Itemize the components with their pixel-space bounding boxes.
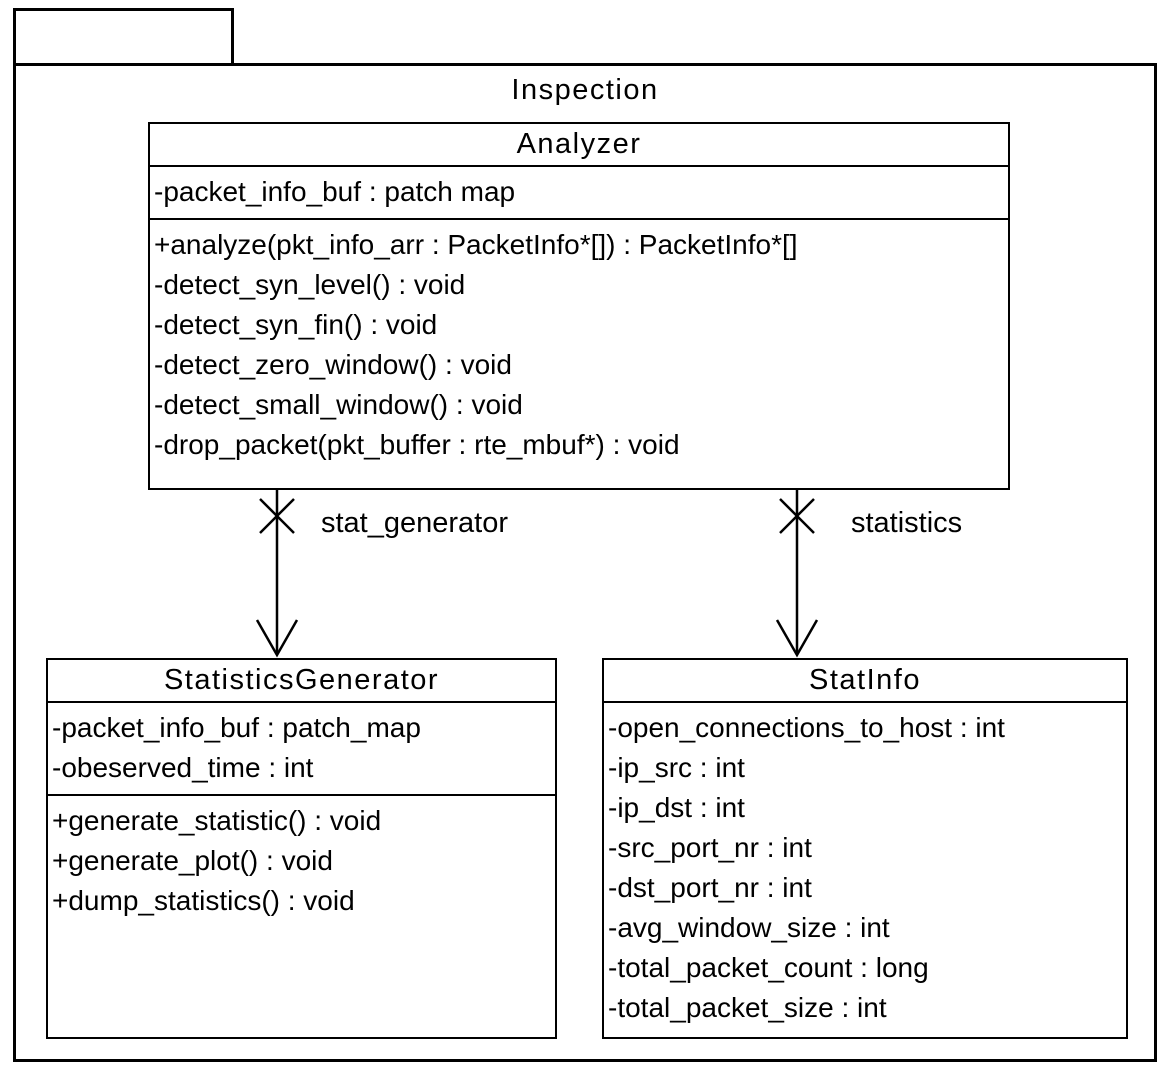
attribute-row: -ip_dst : int xyxy=(608,792,745,823)
attribute-row: -dst_port_nr : int xyxy=(608,872,812,903)
attribute-row: -open_connections_to_host : int xyxy=(608,712,1005,743)
package-title: Inspection xyxy=(511,74,659,106)
method-row: -detect_syn_fin() : void xyxy=(154,309,438,340)
attribute-row: -obeserved_time : int xyxy=(52,752,314,783)
attribute-row: -ip_src : int xyxy=(608,752,745,783)
class-statistics-generator-methods: +generate_statistic() : void +generate_pl… xyxy=(48,796,555,1037)
association-label-stat-generator: stat_generator xyxy=(321,507,509,539)
method-row: +analyze(pkt_info_arr : PacketInfo*[]) :… xyxy=(154,229,798,260)
method-row: +dump_statistics() : void xyxy=(52,885,355,916)
method-row: +generate_statistic() : void xyxy=(52,805,382,836)
method-row: +generate_plot() : void xyxy=(52,845,333,876)
method-row: -detect_syn_level() : void xyxy=(154,269,466,300)
attribute-row: -avg_window_size : int xyxy=(608,912,890,943)
method-row: -detect_zero_window() : void xyxy=(154,349,512,380)
class-statistics-generator-title: StatisticsGenerator xyxy=(48,660,555,703)
class-analyzer: Analyzer -packet_info_buf : patch map +a… xyxy=(148,122,1010,490)
association-label-statistics: statistics xyxy=(851,507,963,539)
class-statistics-generator: StatisticsGenerator -packet_info_buf : p… xyxy=(46,658,557,1039)
attribute-row: -src_port_nr : int xyxy=(608,832,812,863)
attribute-row: -packet_info_buf : patch_map xyxy=(52,712,421,743)
attribute-row: -total_packet_count : long xyxy=(608,952,929,983)
class-stat-info: StatInfo -open_connections_to_host : int… xyxy=(602,658,1128,1039)
method-row: -drop_packet(pkt_buffer : rte_mbuf*) : v… xyxy=(154,429,680,460)
attribute-row: -total_packet_size : int xyxy=(608,992,887,1023)
class-analyzer-methods: +analyze(pkt_info_arr : PacketInfo*[]) :… xyxy=(150,220,1008,488)
class-analyzer-attributes: -packet_info_buf : patch map xyxy=(150,167,1008,220)
class-analyzer-title: Analyzer xyxy=(150,124,1008,167)
package-tab xyxy=(13,8,234,63)
attribute-row: -packet_info_buf : patch map xyxy=(154,176,516,207)
class-statistics-generator-attributes: -packet_info_buf : patch_map -obeserved_t… xyxy=(48,703,555,796)
method-row: -detect_small_window() : void xyxy=(154,389,523,420)
class-stat-info-title: StatInfo xyxy=(604,660,1126,703)
class-stat-info-attributes: -open_connections_to_host : int -ip_src :… xyxy=(604,703,1126,1037)
